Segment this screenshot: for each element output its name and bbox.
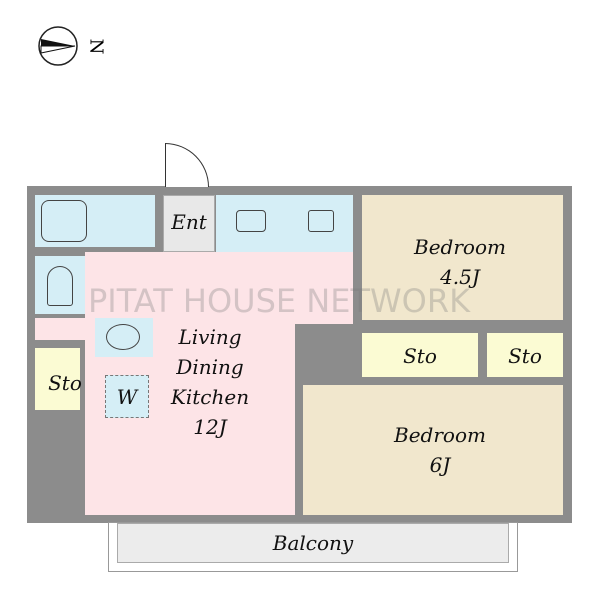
ldk-label-line: Living <box>178 325 242 349</box>
bedroom-6 <box>303 385 563 515</box>
balcony <box>108 522 518 572</box>
watermark: PITAT HOUSE NETWORK <box>88 282 471 320</box>
bedroom-4-5 <box>362 195 563 320</box>
storage-right-label: Sto <box>508 344 542 368</box>
washer-label: W <box>116 385 138 409</box>
bedroom2-name: Bedroom <box>394 423 486 447</box>
sink-icon <box>236 210 266 232</box>
bedroom1-name: Bedroom <box>414 235 506 259</box>
entrance <box>163 195 215 252</box>
basin-icon <box>106 324 140 350</box>
stove-icon <box>308 210 334 232</box>
storage-left <box>35 348 80 410</box>
storage-left-label: Sto <box>48 371 82 395</box>
entrance-label: Ent <box>171 210 207 234</box>
bedroom1-size: 4.5J <box>440 265 480 289</box>
entrance-door <box>165 143 209 187</box>
washer-space <box>105 375 149 418</box>
ldk-label-line: Kitchen <box>170 385 250 409</box>
compass-icon <box>38 26 78 66</box>
kitchen-counter <box>216 195 353 252</box>
bathtub-icon <box>41 200 87 242</box>
storage-mid <box>362 333 478 377</box>
hall-floor <box>35 318 95 340</box>
bedroom2-label: Bedroom 6J <box>380 420 500 480</box>
bathroom <box>35 195 155 247</box>
storage-mid-label: Sto <box>403 344 437 368</box>
ldk-label: Living Dining Kitchen 12J <box>150 322 270 442</box>
storage-right <box>487 333 563 377</box>
compass: N <box>38 26 106 70</box>
ldk-label-line: Dining <box>176 355 244 379</box>
bedroom2-size: 6J <box>429 453 451 477</box>
toilet-icon <box>47 266 73 306</box>
bedroom1-label: Bedroom 4.5J <box>400 232 520 292</box>
balcony-label: Balcony <box>272 531 354 555</box>
ldk-label-line: 12J <box>193 415 227 439</box>
ldk-upper <box>85 252 353 324</box>
